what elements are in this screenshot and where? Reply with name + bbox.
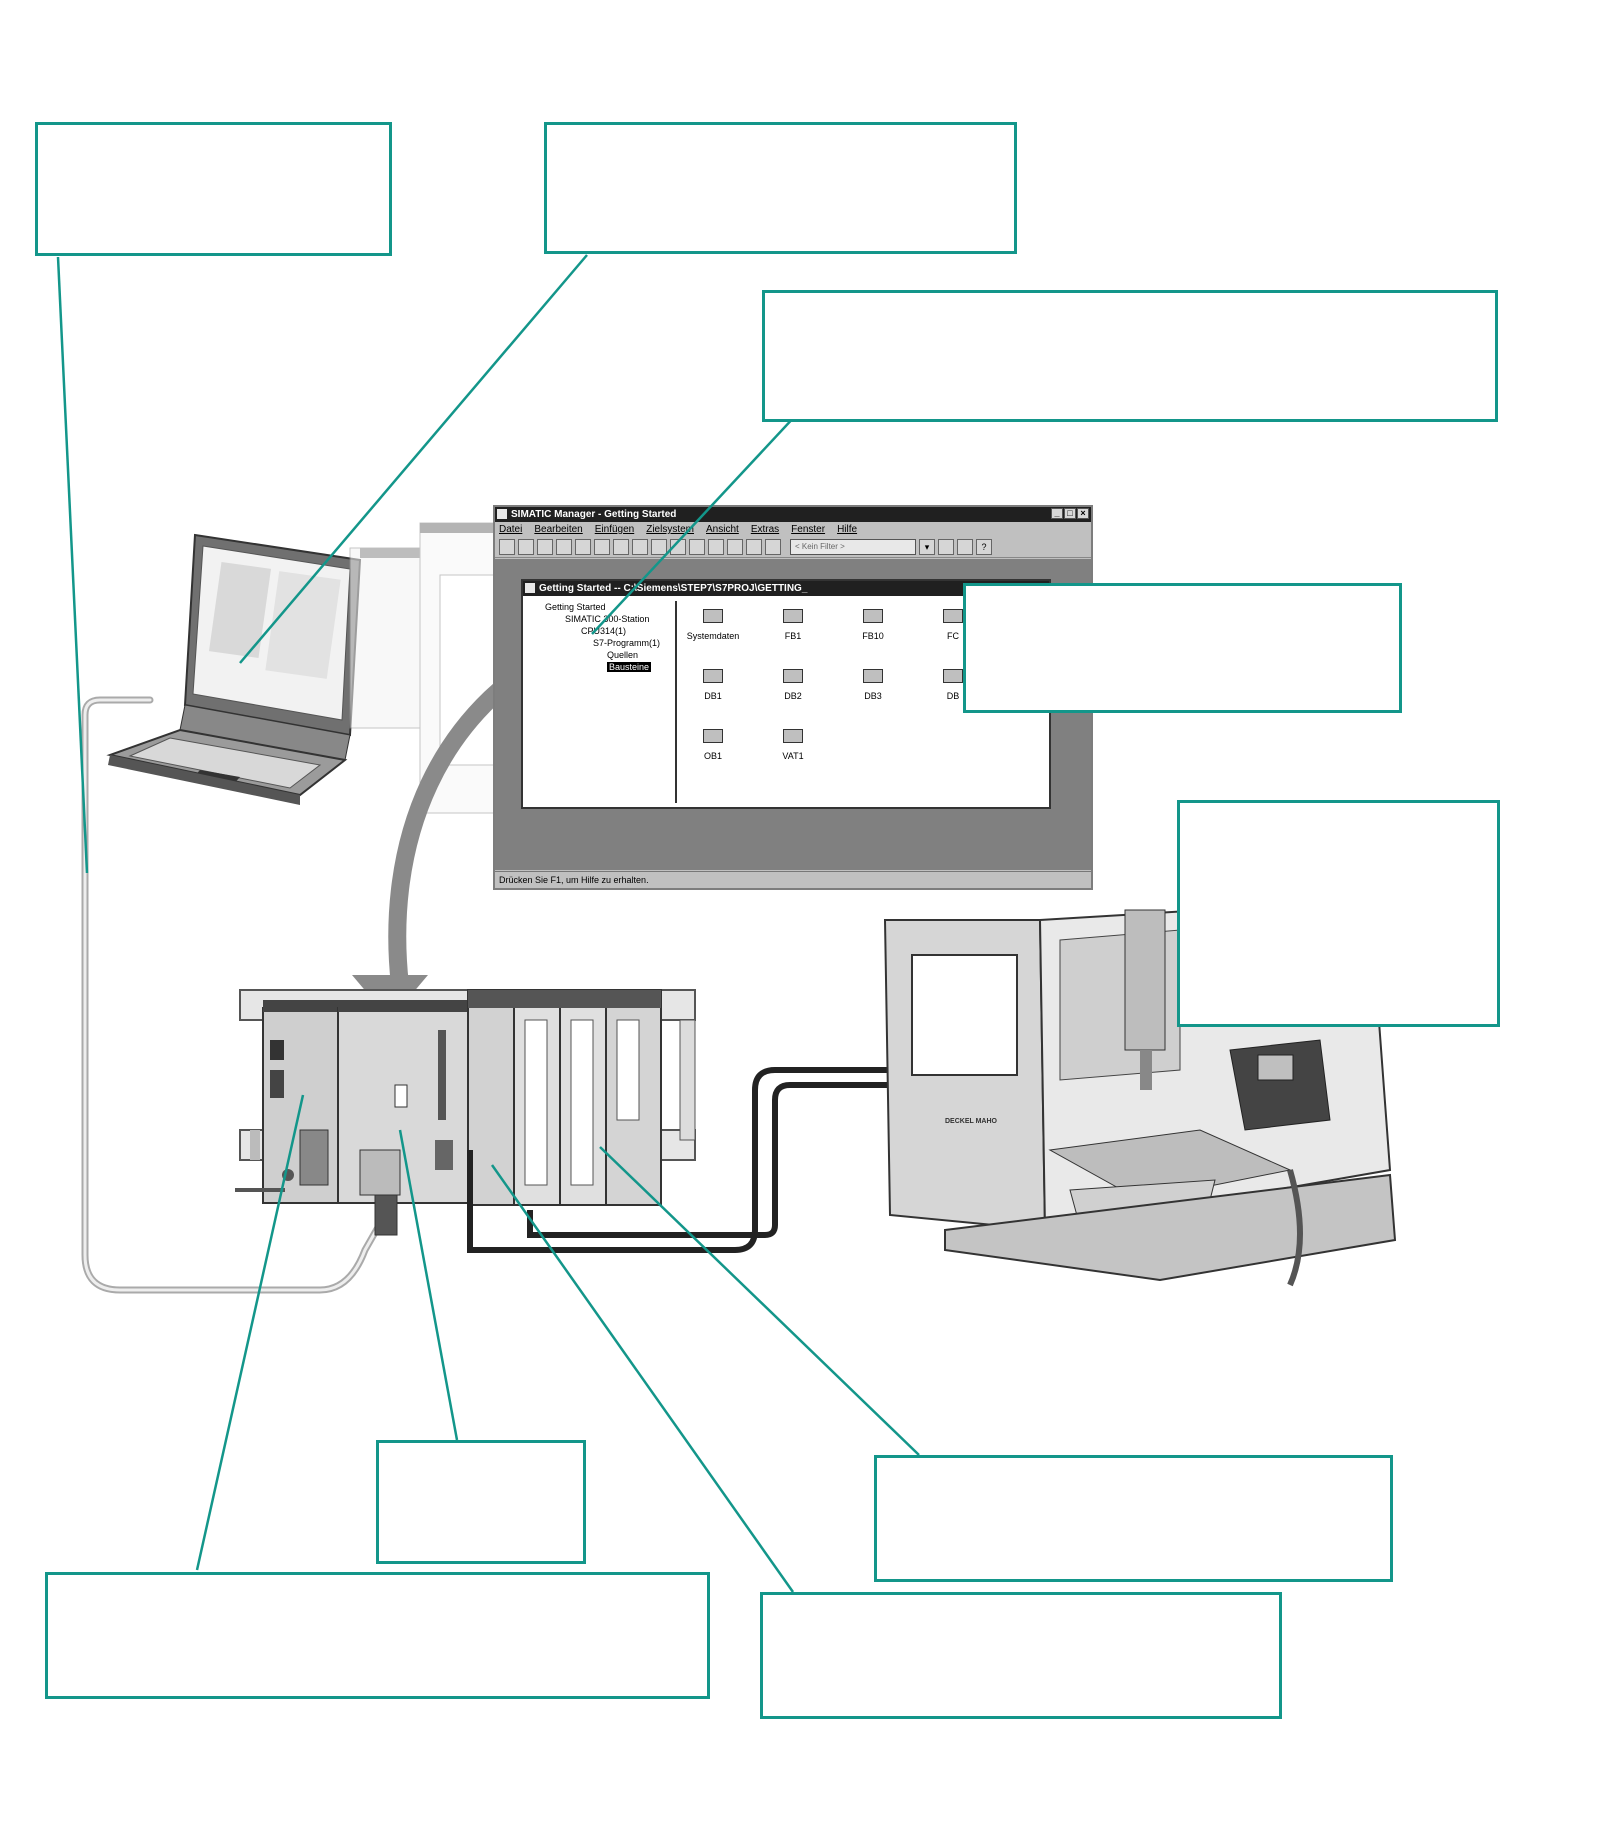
menu-hilfe[interactable]: Hilfe xyxy=(837,524,858,535)
toolbar: < Kein Filter > ▾ ? xyxy=(495,537,1091,558)
simulation-icon[interactable] xyxy=(938,539,954,555)
menu-zielsystem[interactable]: Zielsystem xyxy=(646,524,695,535)
up-level-icon[interactable] xyxy=(765,539,781,555)
systemdaten-icon xyxy=(703,609,723,623)
project-tree: Getting Started SIMATIC 300-Station CPU3… xyxy=(527,601,677,803)
block-icon xyxy=(943,669,963,683)
simatic-app-icon xyxy=(497,509,507,519)
project-icon xyxy=(525,583,535,593)
block-icon xyxy=(783,729,803,743)
download-icon[interactable] xyxy=(632,539,648,555)
menu-extras[interactable]: Extras xyxy=(750,524,780,535)
block-item[interactable]: FC xyxy=(923,609,983,641)
window-title: SIMATIC Manager - Getting Started xyxy=(511,509,677,520)
window-titlebar: SIMATIC Manager - Getting Started _ □ × xyxy=(495,507,1091,522)
new-icon[interactable] xyxy=(499,539,515,555)
cut-icon[interactable] xyxy=(575,539,591,555)
callout-box xyxy=(544,122,1017,254)
callout-box xyxy=(35,122,392,256)
menu-bar: Datei Bearbeiten Einfügen Zielsystem Ans… xyxy=(495,522,1091,537)
callout-box xyxy=(762,290,1498,422)
block-icon xyxy=(783,609,803,623)
block-item[interactable]: DB2 xyxy=(763,669,823,701)
callout-box xyxy=(45,1572,710,1699)
maximize-icon[interactable]: □ xyxy=(1064,508,1076,519)
small-icons-icon[interactable] xyxy=(708,539,724,555)
laptop-illustration xyxy=(106,533,362,805)
block-icon xyxy=(703,669,723,683)
minimize-icon[interactable]: _ xyxy=(1051,508,1063,519)
block-icon xyxy=(863,669,883,683)
netpro-icon[interactable] xyxy=(957,539,973,555)
filter-select[interactable]: < Kein Filter > xyxy=(790,539,916,555)
callout-box xyxy=(376,1440,586,1564)
open-icon[interactable] xyxy=(518,539,534,555)
block-icon xyxy=(863,609,883,623)
block-item[interactable]: DB xyxy=(923,669,983,701)
callout-box xyxy=(963,583,1402,713)
close-icon[interactable]: × xyxy=(1077,508,1089,519)
menu-datei[interactable]: Datei xyxy=(499,524,523,535)
ghost-windows xyxy=(349,522,501,814)
plc-rack xyxy=(235,989,696,1236)
online-icon[interactable] xyxy=(651,539,667,555)
machine-brand: DECKEL MAHO xyxy=(945,1118,997,1125)
block-item[interactable]: DB3 xyxy=(843,669,903,701)
large-icons-icon[interactable] xyxy=(689,539,705,555)
callout-box xyxy=(874,1455,1393,1582)
copy-icon[interactable] xyxy=(594,539,610,555)
callout-box xyxy=(760,1592,1282,1719)
block-icon xyxy=(783,669,803,683)
paste-icon[interactable] xyxy=(613,539,629,555)
menu-bearbeiten[interactable]: Bearbeiten xyxy=(534,524,583,535)
block-icon xyxy=(703,729,723,743)
machine-tool-illustration xyxy=(883,898,1397,1287)
accessible-nodes-icon[interactable] xyxy=(537,539,553,555)
callout-box xyxy=(1177,800,1500,1027)
menu-einfuegen[interactable]: Einfügen xyxy=(594,524,635,535)
project-window-title: Getting Started -- C:\Siemens\STEP7\S7PR… xyxy=(539,583,808,594)
help-icon[interactable]: ? xyxy=(976,539,992,555)
details-icon[interactable] xyxy=(746,539,762,555)
tree-item[interactable]: Getting Started xyxy=(545,602,606,612)
memory-card-icon[interactable] xyxy=(556,539,572,555)
tree-item[interactable]: SIMATIC 300-Station xyxy=(565,614,650,624)
tree-item[interactable]: S7-Programm(1) xyxy=(593,638,661,648)
block-item[interactable]: VAT1 xyxy=(763,729,823,761)
block-item[interactable]: Systemdaten xyxy=(683,609,743,641)
block-item[interactable]: OB1 xyxy=(683,729,743,761)
offline-icon[interactable] xyxy=(670,539,686,555)
tree-item[interactable]: Quellen xyxy=(607,650,639,660)
block-item[interactable]: FB10 xyxy=(843,609,903,641)
list-icon[interactable] xyxy=(727,539,743,555)
tree-item[interactable]: CPU314(1) xyxy=(581,626,627,636)
block-item[interactable]: FB1 xyxy=(763,609,823,641)
tree-item-selected[interactable]: Bausteine xyxy=(607,662,652,672)
status-bar: Drücken Sie F1, um Hilfe zu erhalten. xyxy=(495,871,1091,888)
block-item[interactable]: DB1 xyxy=(683,669,743,701)
filter-dropdown-icon[interactable]: ▾ xyxy=(919,539,935,555)
menu-ansicht[interactable]: Ansicht xyxy=(706,524,739,535)
block-icon xyxy=(943,609,963,623)
menu-fenster[interactable]: Fenster xyxy=(791,524,826,535)
